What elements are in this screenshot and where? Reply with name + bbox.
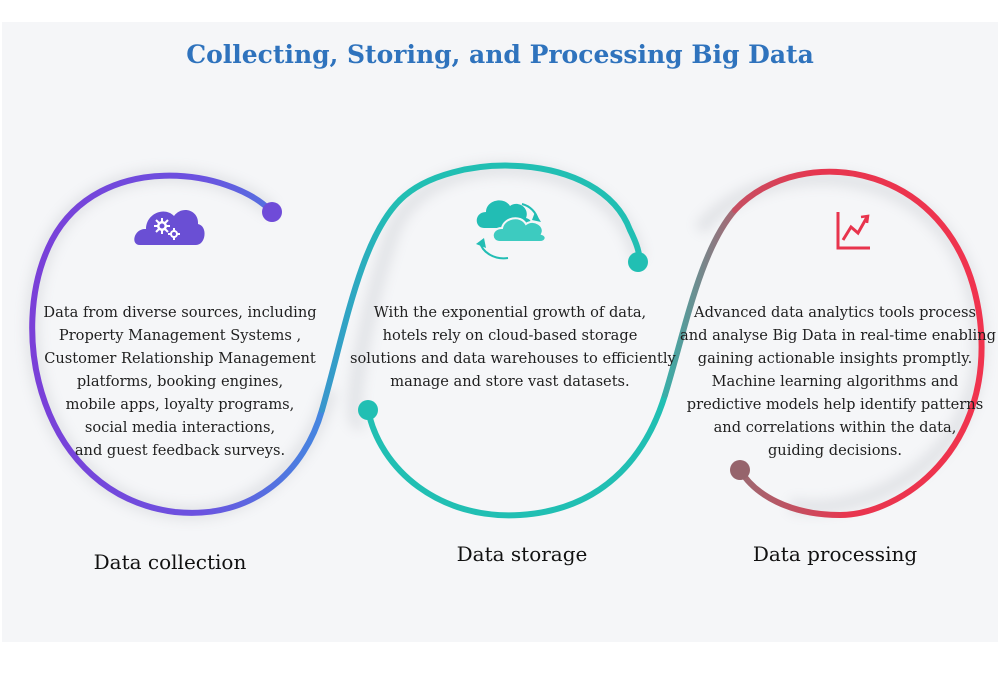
diagram-title: Collecting, Storing, and Processing Big … [186, 40, 814, 69]
stage-collection-line: and guest feedback surveys. [74, 442, 286, 459]
stage-collection-label: Data collection [93, 550, 247, 574]
storage-start-dot [358, 400, 378, 420]
stage-collection-line: Property Management Systems , [58, 327, 302, 344]
diagram-panel [2, 22, 998, 642]
stage-collection-line: platforms, booking engines, [76, 373, 284, 390]
stage-storage-text: With the exponential growth of data, hot… [350, 301, 676, 393]
stage-processing-line: predictive models help identify patterns [686, 396, 984, 413]
storage-lower-curve [365, 392, 668, 519]
stage-collection-line: Data from diverse sources, including [43, 304, 317, 321]
stage-processing-line: Machine learning algorithms and [711, 373, 959, 390]
stage-collection-text: Data from diverse sources, including Pro… [30, 301, 330, 462]
stage-storage-label: Data storage [456, 542, 588, 566]
cloud-sync-icon [476, 200, 547, 260]
stage-collection-line: mobile apps, loyalty programs, [65, 396, 295, 413]
stage-collection-line: social media interactions, [84, 419, 276, 436]
collection-start-dot [262, 202, 282, 222]
line-chart-icon [836, 212, 870, 250]
stage-processing-line: gaining actionable insights promptly. [697, 350, 973, 367]
stage-storage-line: solutions and data warehouses to efficie… [350, 350, 676, 367]
storage-curve [397, 162, 642, 265]
stage-processing-text: Advanced data analytics tools process an… [680, 301, 996, 462]
collection-curve [29, 172, 325, 516]
collection-to-storage-curve [319, 197, 403, 413]
processing-end-dot [730, 460, 750, 480]
cloud-gears-icon [134, 210, 205, 245]
stage-storage-line: With the exponential growth of data, [373, 304, 647, 321]
stage-processing-line: Advanced data analytics tools process [694, 304, 976, 321]
stage-storage-line: hotels rely on cloud-based storage [382, 327, 638, 344]
storage-end-dot [628, 252, 648, 272]
stage-processing-line: guiding decisions. [767, 442, 903, 459]
stage-storage-line: manage and store vast datasets. [390, 373, 630, 390]
stage-collection-line: Customer Relationship Management [44, 350, 316, 367]
storage-to-processing-curve [662, 207, 738, 398]
stage-processing-label: Data processing [752, 542, 918, 566]
stage-processing-line: and analyse Big Data in real-time enabli… [680, 327, 996, 344]
processing-curve [732, 168, 985, 518]
stage-processing-line: and correlations within the data, [713, 419, 957, 436]
